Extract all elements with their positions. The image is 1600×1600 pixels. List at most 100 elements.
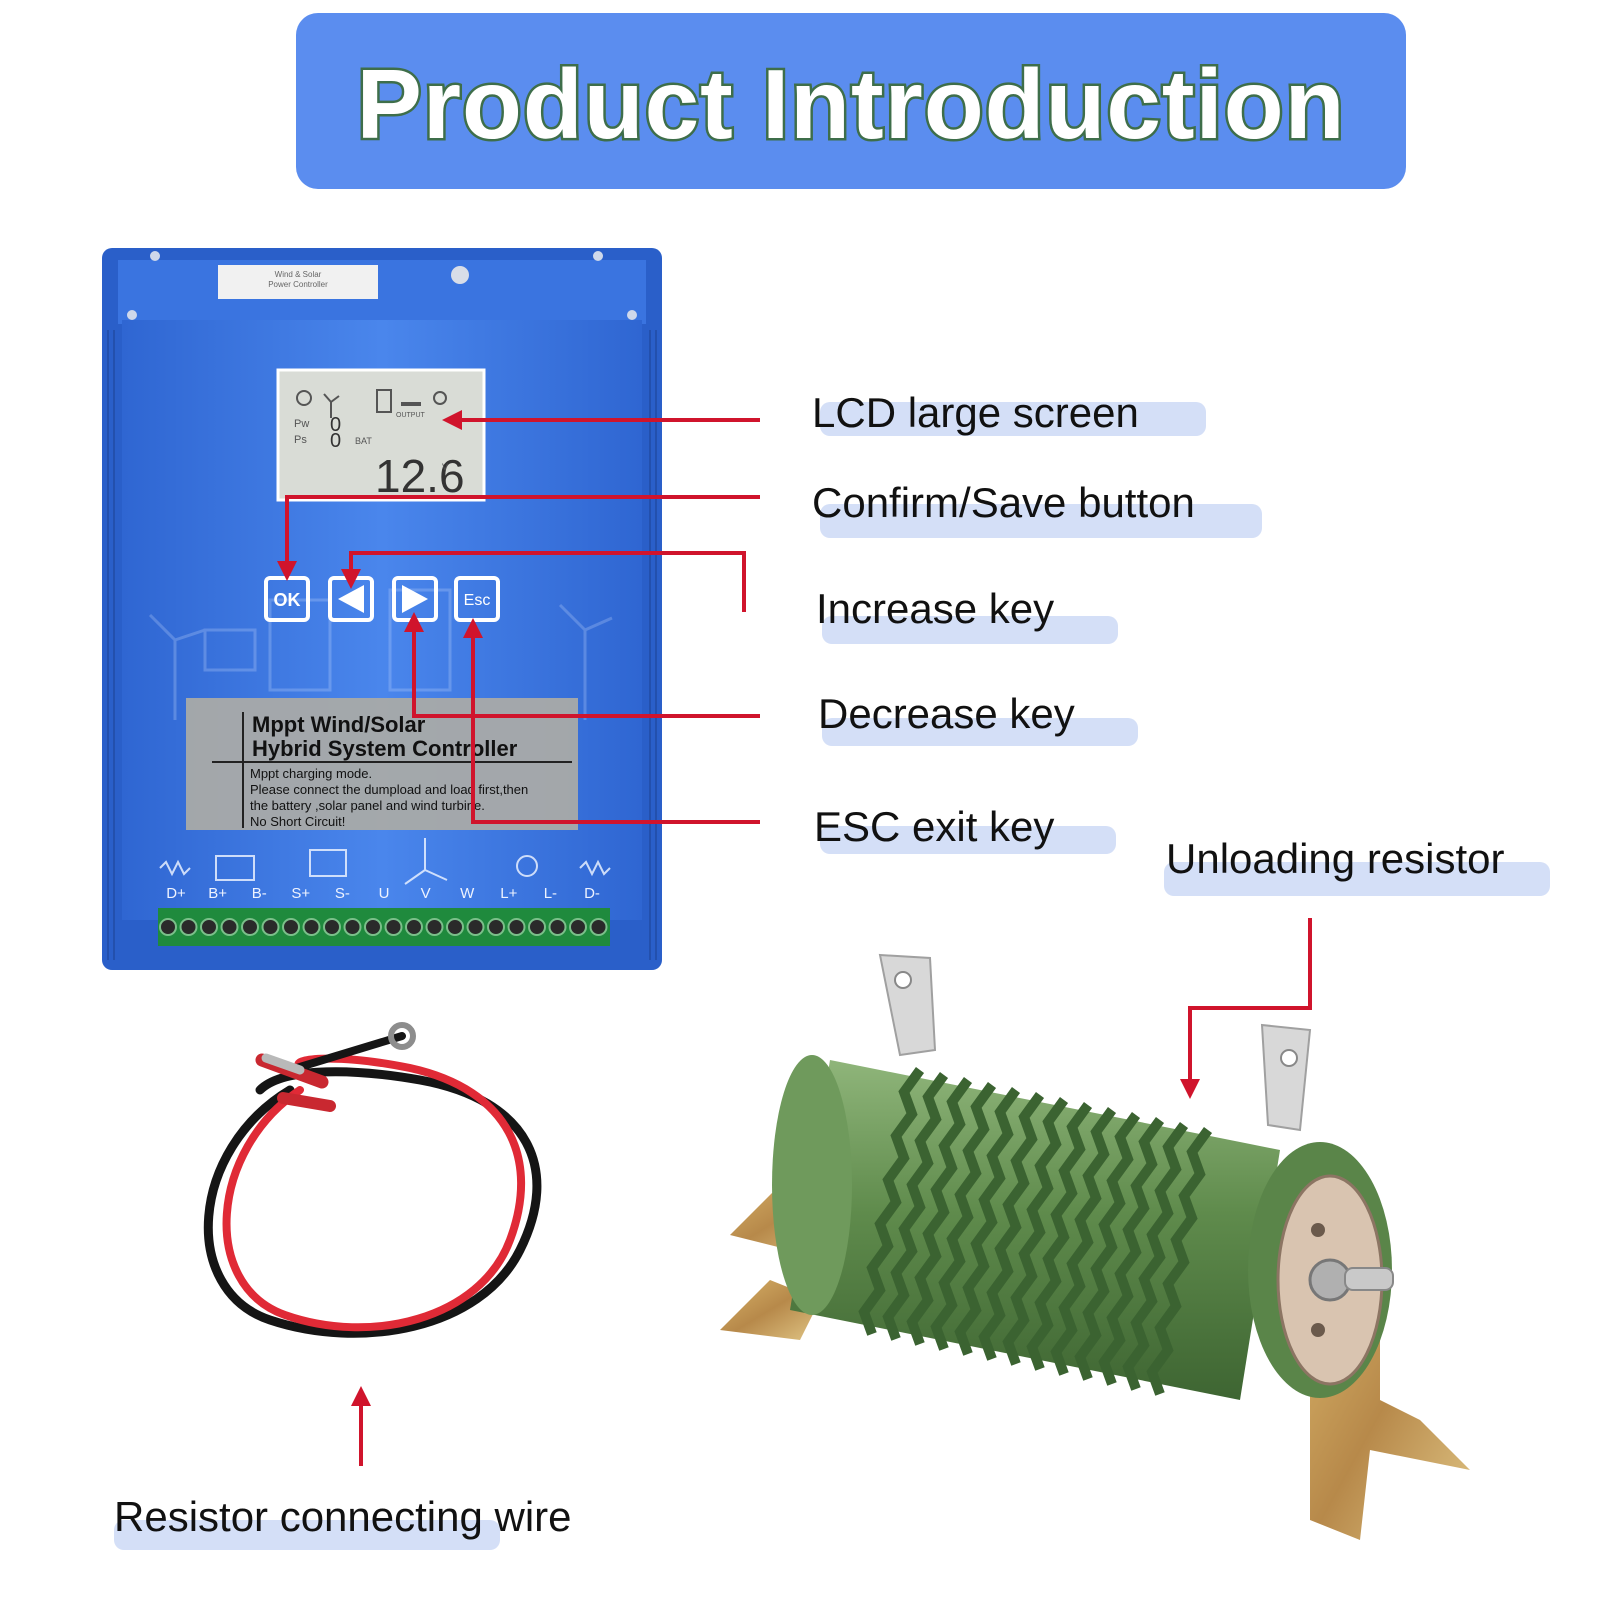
resistor-ridge: [1098, 1117, 1165, 1386]
lcd-voltage: 12.6: [375, 450, 465, 502]
highlight-wire: [114, 1520, 500, 1550]
battery-icon: [215, 855, 255, 881]
terminal-screws: [159, 918, 608, 936]
terminal-screw: [589, 918, 608, 936]
terminal-label: D+: [166, 885, 186, 902]
resistor-ridge: [906, 1077, 973, 1346]
arrow-increase: [341, 551, 746, 612]
terminal-icons: [159, 838, 611, 885]
sticker-line: Wind & Solar: [275, 270, 322, 279]
terminal-screw: [446, 918, 464, 936]
controller-device: Wind & Solar Power Controller OUTPUT Pw …: [102, 248, 662, 970]
svg-text:V: V: [442, 462, 448, 472]
highlight-increase: [822, 616, 1118, 644]
ferrule: [261, 1053, 305, 1075]
terminal-screw: [466, 918, 485, 936]
label-decrease-key: Decrease key: [818, 690, 1075, 737]
terminal-screw: [487, 918, 505, 936]
svg-text:OUTPUT: OUTPUT: [396, 412, 426, 419]
callout-arrows: [277, 410, 1312, 1466]
svg-text:OK: OK: [274, 590, 301, 610]
background-illustration: [148, 588, 613, 720]
lcd-content: OUTPUT Pw Ps 0 0 BAT 12.6 V: [294, 389, 465, 502]
lcd-screen: [276, 368, 486, 502]
resistor-ridge: [882, 1072, 949, 1341]
arrow-decrease: [404, 612, 760, 718]
terminal-screw: [343, 918, 362, 936]
terminal-screw: [507, 918, 526, 936]
plate-line: Please connect the dumpload and load fir…: [250, 782, 528, 797]
screw-icon: [627, 310, 637, 320]
terminal-screw: [261, 918, 280, 936]
terminal-label: S-: [335, 885, 350, 902]
terminal-screw: [364, 918, 382, 936]
terminal-screw: [179, 918, 198, 936]
controller-top-cap: [118, 260, 646, 324]
label-unloading-resistor: Unloading resistor: [1166, 835, 1505, 882]
arrow-unloading: [1180, 918, 1312, 1099]
terminal-screw: [548, 918, 567, 936]
triangle-right-icon: [402, 585, 428, 613]
terminal-labels: D+ B+ B- S+ S- U V W L+ L- D-: [166, 885, 600, 902]
terminal-label: L+: [500, 885, 517, 902]
terminal-screw: [384, 918, 403, 936]
terminal-screw: [302, 918, 321, 936]
resistor-ridge: [1074, 1112, 1141, 1381]
resistor-ridge: [1146, 1127, 1213, 1396]
svg-text:0: 0: [330, 430, 341, 452]
terminal-screw: [323, 918, 341, 936]
terminal-screw: [241, 918, 259, 936]
svg-text:Esc: Esc: [464, 592, 491, 609]
label-increase-key: Increase key: [816, 585, 1055, 632]
svg-text:Pw: Pw: [294, 418, 309, 430]
terminal-label: W: [460, 885, 475, 902]
resistor-icon: [579, 859, 611, 877]
wind-turbine-icon: [404, 838, 448, 885]
resistor-icon: [159, 859, 191, 877]
arrow-esc: [463, 618, 760, 824]
spec-sticker: [218, 265, 378, 299]
terminal-screw: [282, 918, 300, 936]
sticker-line: Power Controller: [268, 280, 328, 289]
terminal-label: V: [421, 885, 431, 902]
resistor-ridge: [1122, 1122, 1189, 1391]
terminal-screw: [200, 918, 218, 936]
terminal-label: B-: [252, 885, 267, 902]
plate-title-1: Mppt Wind/Solar: [252, 712, 426, 737]
screw-icon: [127, 310, 137, 320]
terminal-label: U: [379, 885, 390, 902]
terminal-label: L-: [544, 885, 557, 902]
highlight-unloading: [1164, 862, 1550, 896]
resistor-ridge: [1026, 1102, 1093, 1371]
unloading-resistor: [720, 953, 1470, 1540]
terminal-label: S+: [291, 885, 310, 902]
resistor-ridge: [978, 1092, 1045, 1361]
highlight-esc: [820, 826, 1116, 854]
plate-line: Mppt charging mode.: [250, 766, 372, 781]
solar-icon: [309, 849, 347, 877]
solar-icon: [296, 390, 312, 406]
resistor-ridge: [1002, 1097, 1069, 1366]
highlight-lcd: [820, 402, 1206, 436]
plate-line: No Short Circuit!: [250, 814, 345, 829]
plate-title-2: Hybrid System Controller: [252, 736, 518, 761]
arrow-confirm: [277, 495, 760, 581]
terminal-screw: [569, 918, 587, 936]
bulb-icon: [433, 391, 447, 405]
svg-text:0: 0: [330, 414, 341, 436]
screw-icon: [593, 251, 603, 261]
terminal-screw: [159, 918, 177, 936]
bulb-icon: [516, 855, 538, 877]
battery-icon: [376, 389, 392, 413]
terminal-label: B+: [208, 885, 227, 902]
page-title: Product Introduction: [354, 49, 1347, 159]
svg-text:Ps: Ps: [294, 434, 307, 446]
triangle-left-icon: [338, 585, 364, 613]
terminal-screw: [220, 918, 239, 936]
side-ribs: [107, 330, 657, 960]
terminal-label: D-: [584, 885, 600, 902]
svg-text:BAT: BAT: [355, 436, 372, 446]
highlight-confirm: [820, 504, 1262, 538]
label-esc-exit-key: ESC exit key: [814, 803, 1055, 850]
